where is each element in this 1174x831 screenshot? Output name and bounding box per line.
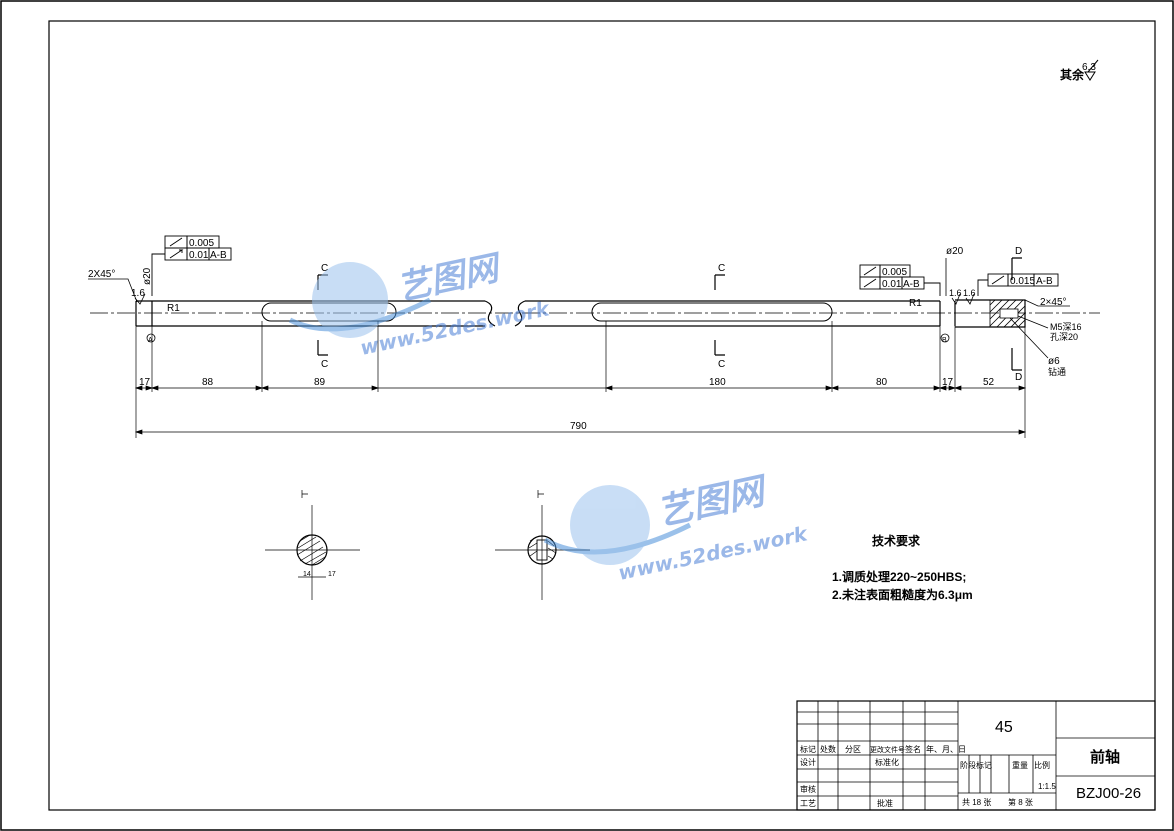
dia-left: ø20 xyxy=(142,267,153,285)
roughness-note: 其余 6.3 xyxy=(1060,59,1099,82)
section-dim-1: 14 xyxy=(303,571,311,578)
tech-req-item-1: 1.调质处理220~250HBS; xyxy=(832,569,966,584)
section-label-c1: C xyxy=(321,263,328,274)
section-label-d2: D xyxy=(1015,372,1022,383)
hole-dia: ø6 xyxy=(1048,356,1060,367)
thread-note-2: 孔深20 xyxy=(1050,332,1078,342)
section-view-c xyxy=(265,490,360,600)
dim-17b: 17 xyxy=(942,377,954,388)
tb-scale: 1:1.5 xyxy=(1038,782,1056,791)
chamfer-right: 2×45° xyxy=(1040,297,1067,308)
dim-88: 88 xyxy=(202,377,214,388)
roughness-right-2: 1.6 xyxy=(963,288,976,298)
tb-hdr-sign: 签名 xyxy=(905,744,921,754)
dim-52: 52 xyxy=(983,377,995,388)
tb-hdr-mark: 标记 xyxy=(800,744,816,754)
datum-b: B xyxy=(942,337,947,344)
radius-right: R1 xyxy=(909,298,922,309)
datum-a: A xyxy=(148,337,153,344)
section-label-c2: C xyxy=(321,359,328,370)
gdt-right-total: 0.01 xyxy=(882,279,902,290)
chamfer-left: 2X45° xyxy=(88,269,115,280)
tb-hdr-docno: 更改文件号 xyxy=(870,745,905,754)
gdt-left-total: 0.01 xyxy=(189,250,209,261)
tb-part-name: 前轴 xyxy=(1090,748,1120,766)
dim-17a: 17 xyxy=(139,377,151,388)
tb-row-std: 标准化 xyxy=(875,757,899,767)
roughness-label: 其余 xyxy=(1060,67,1085,82)
dim-790: 790 xyxy=(570,421,587,432)
gdt-end-total: 0.015 xyxy=(1010,276,1035,287)
tb-hdr-count: 处数 xyxy=(820,744,836,754)
tb-row-check: 审核 xyxy=(800,784,816,794)
tb-hdr-date: 年、月、日 xyxy=(926,744,966,754)
hole-note: 钻通 xyxy=(1048,366,1066,377)
tb-row-approve: 批准 xyxy=(877,798,893,808)
dim-80: 80 xyxy=(876,377,888,388)
tb-stage: 阶段标记 xyxy=(960,760,992,770)
section-dim-2: 17 xyxy=(328,571,336,578)
tb-row-process: 工艺 xyxy=(800,799,816,808)
gdt-frame-right xyxy=(859,264,941,296)
thread-note-1: M5深16 xyxy=(1050,322,1082,332)
shaft-outline xyxy=(135,299,1026,328)
gdt-frame-left xyxy=(151,235,232,296)
radius-left: R1 xyxy=(167,303,180,314)
inner-frame xyxy=(48,20,1156,811)
dimension-lines xyxy=(134,321,1027,438)
tech-req-title: 技术要求 xyxy=(872,533,921,548)
section-marker-c-right xyxy=(714,274,725,356)
tb-row-design: 设计 xyxy=(800,757,816,767)
watermark-1: 艺图网 www.52des.work xyxy=(288,247,553,360)
tb-weight: 重量 xyxy=(1012,760,1028,770)
tb-sheet: 第 8 张 xyxy=(1008,797,1033,807)
keyway-right xyxy=(591,302,833,322)
section-view-d xyxy=(495,490,590,600)
tapped-hole-section xyxy=(989,299,1026,328)
section-label-c3: C xyxy=(718,263,725,274)
section-label-c4: C xyxy=(718,359,725,370)
title-block xyxy=(796,700,1156,811)
tech-req-item-2: 2.未注表面粗糙度为6.3μm xyxy=(832,587,973,602)
gdt-right-runout: 0.005 xyxy=(882,267,907,278)
gdt-frame-right-end xyxy=(977,273,1059,296)
roughness-value: 6.3 xyxy=(1082,62,1096,73)
roughness-right-1: 1.6 xyxy=(949,288,962,298)
gdt-left-datum: A-B xyxy=(210,250,227,261)
section-marker-d xyxy=(1011,257,1022,371)
tb-hdr-zone: 分区 xyxy=(845,745,861,754)
dia-right: ø20 xyxy=(946,246,964,257)
tb-drawing-no: BZJ00-26 xyxy=(1076,785,1141,802)
gdt-right-datum: A-B xyxy=(903,279,920,290)
tb-material: 45 xyxy=(995,719,1013,736)
dim-180: 180 xyxy=(709,377,726,388)
watermark-2: 艺图网 www.52des.work xyxy=(543,470,811,585)
watermark-brand-1: 艺图网 xyxy=(394,247,507,308)
tb-ratio: 比例 xyxy=(1034,760,1050,770)
gdt-left-runout: 0.005 xyxy=(189,238,214,249)
watermark-brand-2: 艺图网 xyxy=(653,470,772,534)
tb-sheets: 共 18 张 xyxy=(962,798,991,807)
section-label-d1: D xyxy=(1015,246,1022,257)
roughness-left: 1.6 xyxy=(131,288,145,299)
gdt-end-datum: A-B xyxy=(1036,276,1053,287)
dim-89: 89 xyxy=(314,377,326,388)
